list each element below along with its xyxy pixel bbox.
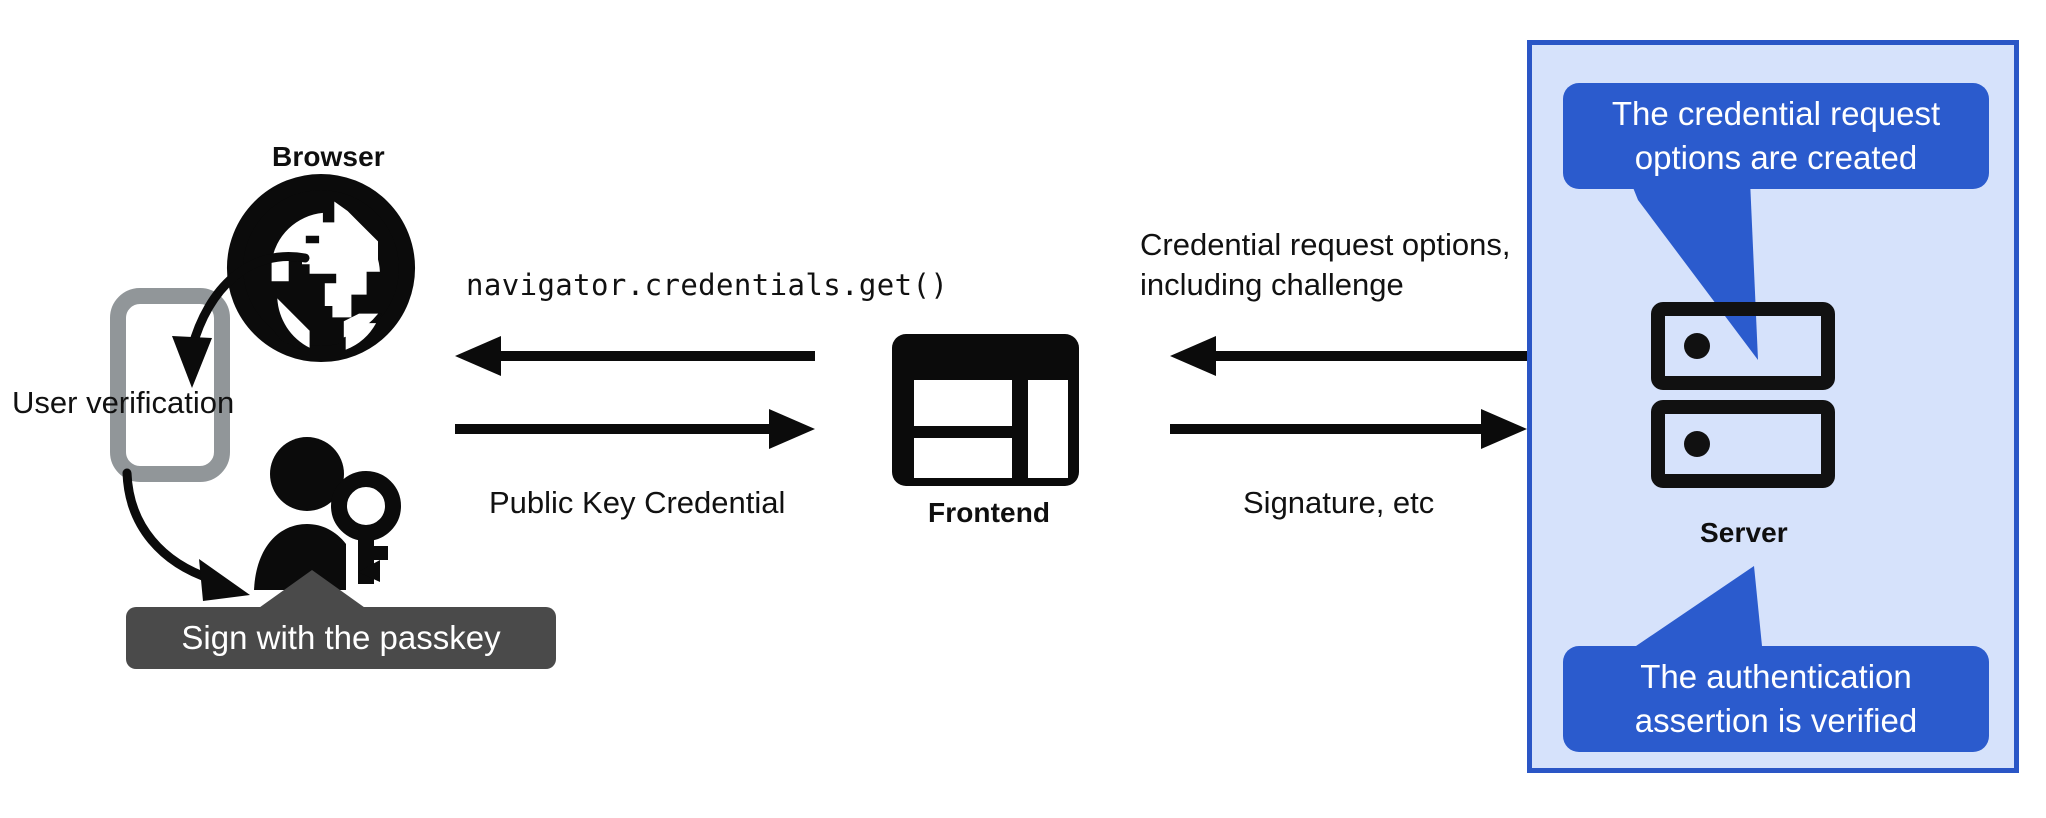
public-key-credential-label: Public Key Credential xyxy=(489,485,786,520)
phone-icon xyxy=(110,288,230,482)
passkey-tooltip-tail xyxy=(256,570,368,610)
phone-to-user-arrow xyxy=(122,468,250,601)
credential-request-options-line1: Credential request options, xyxy=(1140,227,1511,262)
callout-bottom-bubble: The authentication assertion is verified xyxy=(1563,646,1989,752)
passkey-tooltip: Sign with the passkey xyxy=(126,607,556,669)
passkey-tooltip-label: Sign with the passkey xyxy=(181,619,501,656)
browser-label: Browser xyxy=(272,141,385,172)
callout-top-bubble: The credential request options are creat… xyxy=(1563,83,1989,189)
user-verification-label: User verification xyxy=(12,385,235,420)
server-rack-icon xyxy=(1651,302,1835,488)
signature-etc-label: Signature, etc xyxy=(1243,485,1435,520)
frontend-layout-icon xyxy=(892,334,1079,486)
callout-top-line1: The credential request xyxy=(1611,95,1941,133)
browser-to-phone-arrow xyxy=(172,252,310,388)
server-label: Server xyxy=(1700,517,1788,548)
server-to-frontend-arrow xyxy=(1170,336,1527,376)
callout-bottom-line1: The authentication xyxy=(1640,658,1912,696)
navigator-credentials-get-label: navigator.credentials.get() xyxy=(466,268,949,302)
browser-to-frontend-arrow xyxy=(455,336,815,376)
user-with-key-icon xyxy=(254,437,401,590)
callout-bottom-tail xyxy=(1636,566,1762,646)
callout-top-line2: options are created xyxy=(1634,139,1918,176)
frontend-to-browser-arrow xyxy=(455,409,815,449)
credential-request-options-line2: including challenge xyxy=(1140,266,1404,302)
globe-landmass-icon xyxy=(271,212,380,350)
credential-request-options-label: Credential request options, including ch… xyxy=(1140,225,1511,304)
callout-bottom-line2: assertion is verified xyxy=(1634,702,1918,739)
frontend-to-server-arrow xyxy=(1170,409,1527,449)
frontend-label: Frontend xyxy=(928,497,1051,528)
